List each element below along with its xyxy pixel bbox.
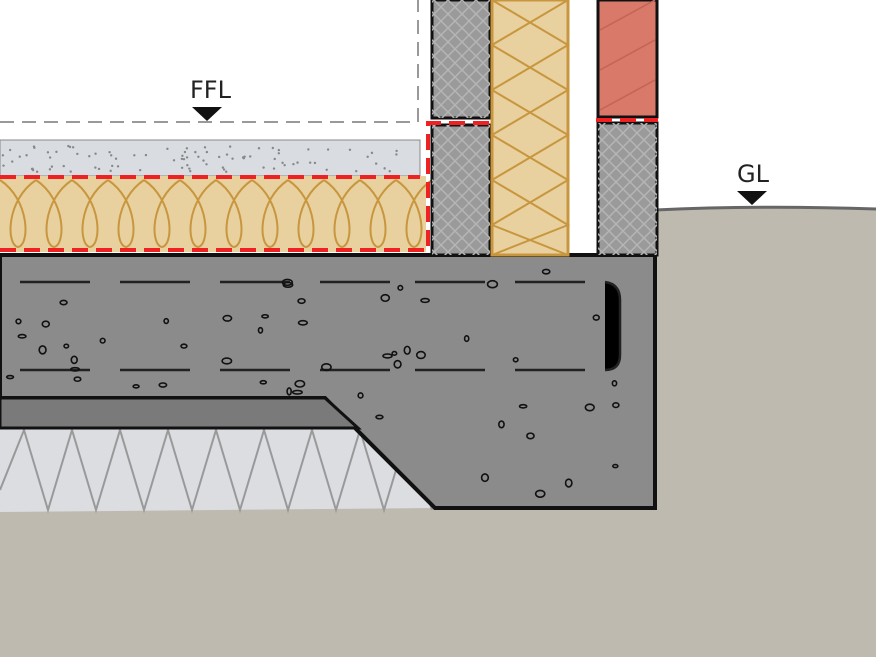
room-outline	[0, 0, 419, 123]
hardcore-layer	[0, 428, 435, 512]
gl-level-marker-icon	[737, 191, 767, 205]
blinding-layer	[0, 396, 362, 430]
concrete-aggregate	[5, 268, 620, 498]
reinforcement-bars	[20, 280, 622, 372]
insulation-pattern	[0, 179, 433, 249]
damp-proof-membrane	[0, 118, 658, 252]
ffl-label: FFL	[190, 76, 232, 104]
floor-insulation	[0, 176, 426, 252]
screed-aggregate	[1, 144, 398, 173]
gl-label: GL	[737, 160, 770, 188]
ffl-level-marker-icon	[192, 107, 222, 121]
ground-line	[654, 205, 876, 212]
brick-outer-leaf	[596, 0, 659, 119]
wall-insulation-pattern	[489, 0, 571, 256]
